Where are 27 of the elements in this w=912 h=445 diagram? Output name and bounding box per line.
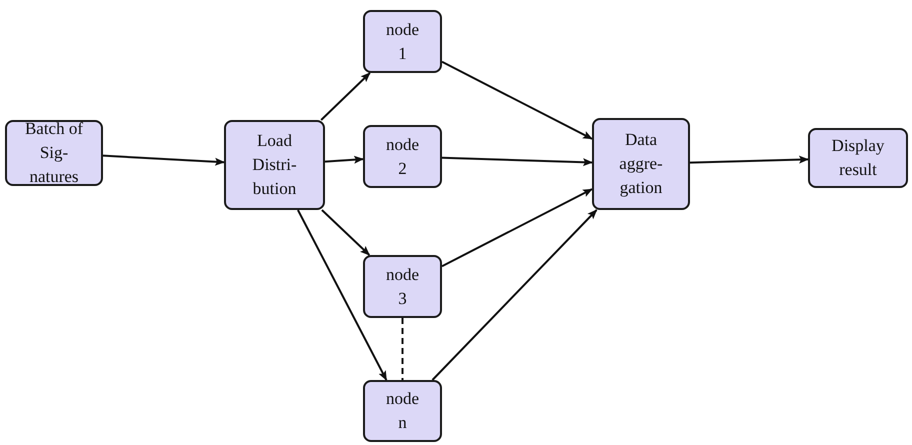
node-label: node 1 [384,18,420,64]
node-label: node 2 [384,134,420,180]
node-label: Load Distri- bution [251,130,298,200]
arrow [442,188,593,268]
arrow [442,60,593,140]
arrow [297,210,388,381]
dashed-line [402,318,404,380]
arrow [442,156,593,166]
node-label: node n [384,388,420,434]
node-label: Data aggre- gation [618,129,664,199]
process-box [363,10,442,73]
node-label: Batch of Sig- natures [24,118,84,188]
process-box [808,128,908,188]
process-box [363,380,442,442]
arrow [324,156,364,164]
process-box [363,255,442,318]
arrow [102,154,225,166]
node-label: Display result [830,135,886,181]
process-box [363,125,442,188]
arrow [432,209,598,381]
process-box [224,120,325,210]
process-box [5,120,103,186]
process-box [592,118,690,210]
node-label: node 3 [384,264,420,310]
arrow [321,209,370,256]
arrow [690,156,809,164]
arrow [320,72,371,121]
